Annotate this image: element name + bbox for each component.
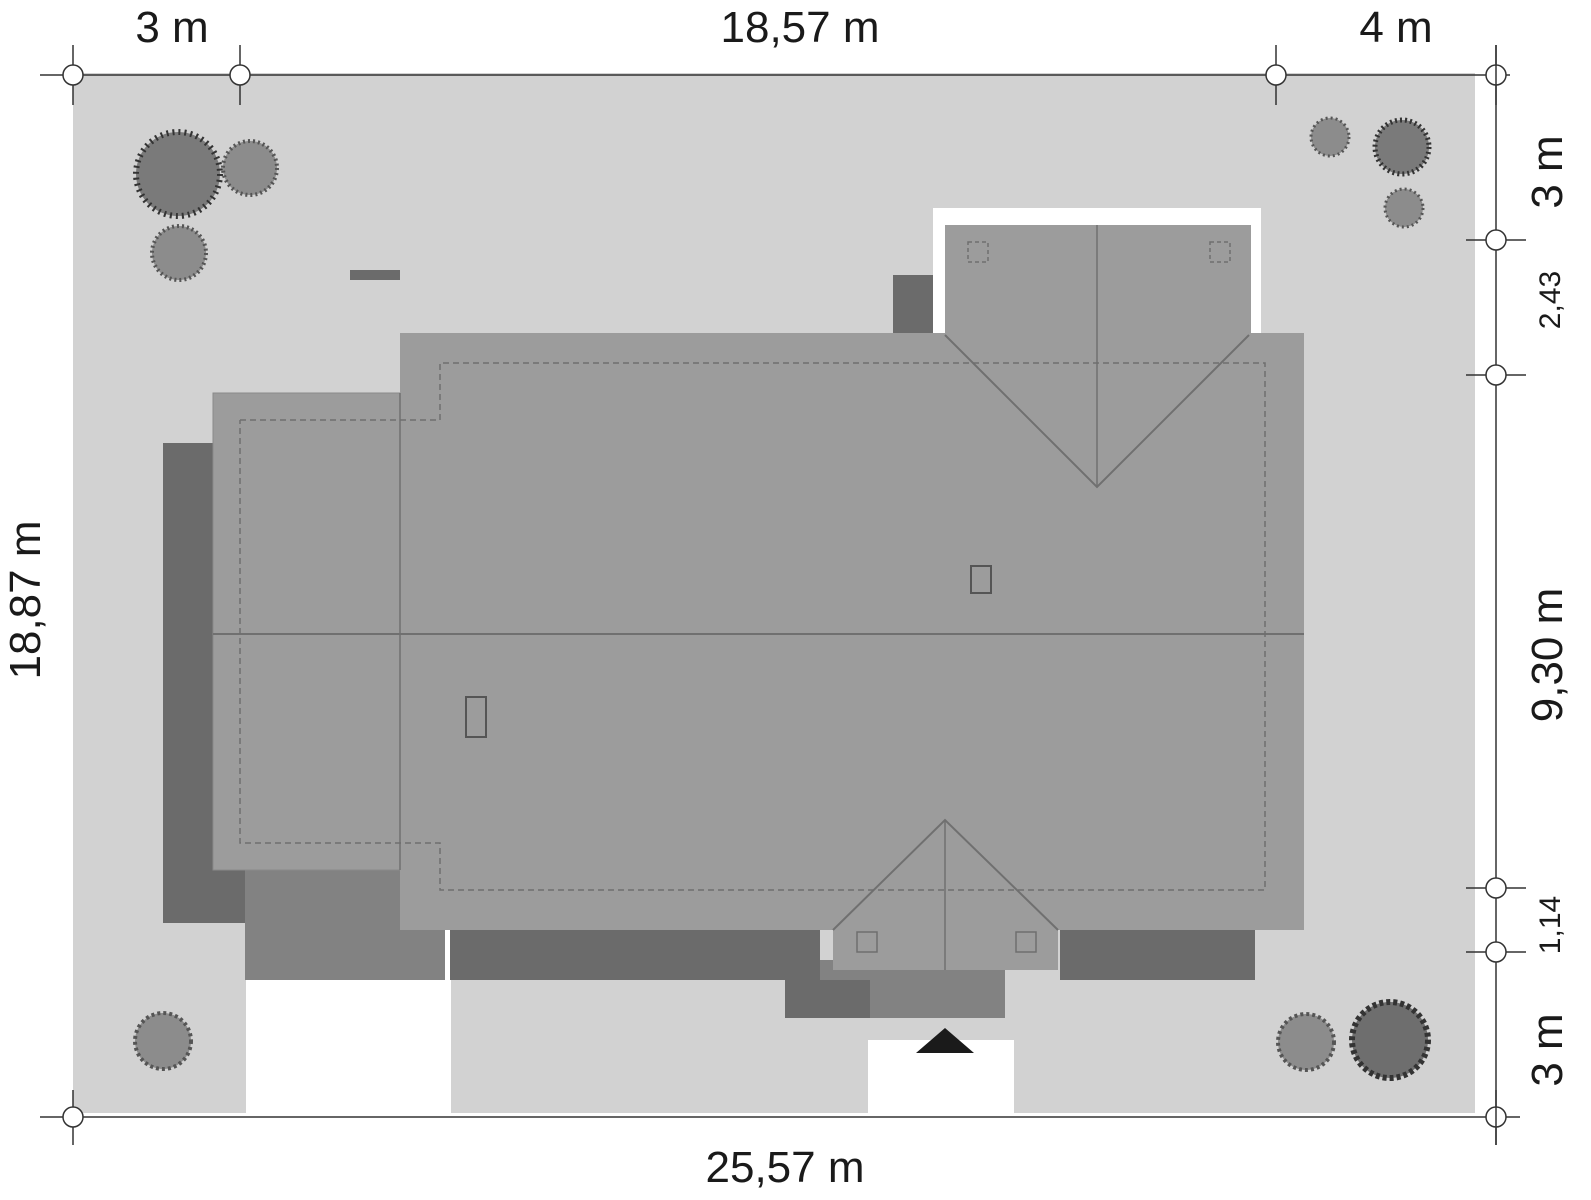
tree-icon <box>1276 1012 1336 1072</box>
tree-icon <box>133 129 223 219</box>
tree-icon <box>133 1011 193 1071</box>
entrance-arrow-icon <box>916 1028 974 1053</box>
dim-right-porch-depth: 1,14 <box>1534 896 1567 954</box>
dim-bottom-plot-width: 25,57 m <box>706 1143 865 1192</box>
tree-icon <box>221 139 279 197</box>
dim-right-back-setback: 3 m <box>1523 135 1572 208</box>
dim-right-main-depth: 9,30 m <box>1523 588 1572 723</box>
tree-icon <box>1349 999 1431 1081</box>
dimension-lines <box>40 45 1526 1145</box>
tree-icon <box>1372 117 1432 177</box>
dim-top-right-setback: 4 m <box>1359 3 1432 52</box>
dim-left-plot-depth: 18,87 m <box>1 521 50 680</box>
dim-top-building-length: 18,57 m <box>721 3 880 52</box>
tree-icon <box>150 224 208 282</box>
dim-top-left-setback: 3 m <box>135 3 208 52</box>
tree-icon <box>1383 187 1425 229</box>
trees <box>133 116 1432 1081</box>
dim-right-front-setback: 3 m <box>1523 1013 1572 1086</box>
roof <box>212 208 1304 970</box>
tree-icon <box>1309 116 1351 158</box>
dim-right-annex-depth: 2,43 <box>1534 271 1567 329</box>
